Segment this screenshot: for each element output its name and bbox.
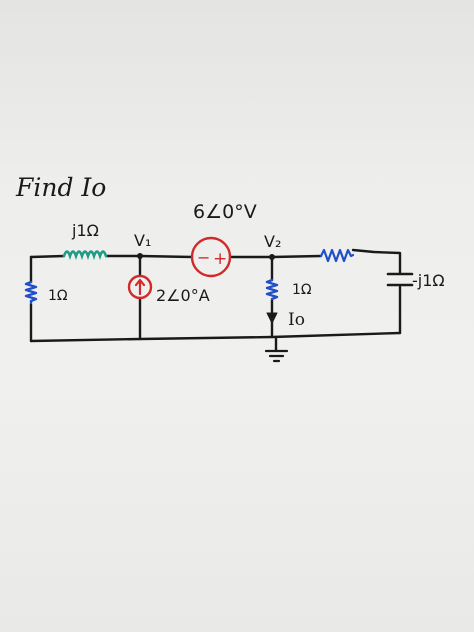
io-arrow-icon xyxy=(266,312,278,324)
voltage-source-circle-icon xyxy=(190,236,232,278)
wire-top-left xyxy=(29,254,66,259)
wire-resistor-cap xyxy=(351,248,402,275)
left-resistor-label: 1Ω xyxy=(48,288,68,304)
wire-v1-source xyxy=(138,254,194,259)
current-source-label: 2∠0°A xyxy=(156,286,210,305)
voltage-source: − + xyxy=(190,236,232,278)
title: Find Io xyxy=(15,173,106,202)
wire-bottom xyxy=(29,331,402,343)
ground-icon xyxy=(264,349,289,363)
inductor-label: j1Ω xyxy=(71,221,99,240)
node-v1-label: V₁ xyxy=(134,231,151,250)
mid-resistor-icon xyxy=(265,278,279,301)
node-v1-dot xyxy=(137,253,143,259)
left-resistor-icon xyxy=(24,280,38,305)
current-source-circle-icon xyxy=(127,274,153,300)
capacitor-label: -j1Ω xyxy=(412,271,445,290)
mid-resistor-label: 1Ω xyxy=(292,282,312,298)
up-arrow-icon xyxy=(134,278,146,296)
node-v2-label: V₂ xyxy=(264,232,281,251)
wire-v2-resistor xyxy=(270,254,323,259)
node-v2-dot xyxy=(269,254,275,260)
inductor-coil-icon xyxy=(62,250,108,261)
voltage-source-label: 6∠0°V xyxy=(193,201,257,223)
io-label: Io xyxy=(288,310,305,330)
current-source xyxy=(127,274,153,300)
right-resistor-icon xyxy=(319,248,355,263)
capacitor-icon xyxy=(386,272,414,287)
source-minus-icon: − xyxy=(197,248,210,267)
source-plus-icon: + xyxy=(213,249,227,269)
